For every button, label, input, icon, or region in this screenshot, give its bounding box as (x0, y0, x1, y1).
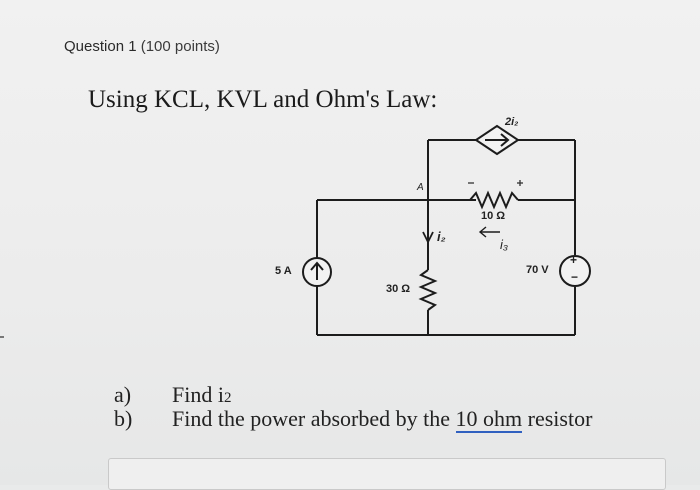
part-b-letter: b) (114, 406, 133, 431)
i2-arrow (422, 231, 434, 245)
current-source-label: 5 A (275, 265, 292, 277)
problem-title: Using KCL, KVL and Ohm's Law: (88, 86, 438, 113)
i3-label: i₃ (500, 237, 509, 252)
edge-mark (0, 336, 4, 338)
resistor-30-ohm (418, 269, 438, 311)
voltage-source-label: 70 V (526, 264, 549, 276)
answer-input[interactable] (108, 458, 666, 490)
resistor-30-label: 30 Ω (386, 283, 411, 295)
i2-label: i₂ (437, 229, 446, 244)
question-header: Question 1 (100 points) (64, 38, 220, 55)
resistor-10-label: 10 Ω (481, 210, 506, 222)
question-points: (100 points) (140, 38, 220, 55)
voltage-minus-sign: − (571, 270, 579, 284)
voltage-plus-sign: + (570, 253, 578, 267)
part-a-text: Find i2 (172, 382, 232, 407)
question-number: Question 1 (64, 38, 137, 55)
resistor-10-ohm (469, 190, 519, 210)
ten-ohm-link[interactable]: 10 ohm (455, 406, 523, 433)
dependent-current-source (474, 124, 520, 156)
voltage-source (559, 255, 591, 287)
part-b-text: Find the power absorbed by the 10 ohm re… (172, 406, 593, 433)
i3-arrow (478, 226, 500, 238)
current-source (302, 257, 332, 287)
node-a-label: A (417, 182, 424, 193)
part-a-letter: a) (114, 382, 132, 407)
dependent-source-label: 2i₂ (505, 116, 519, 128)
